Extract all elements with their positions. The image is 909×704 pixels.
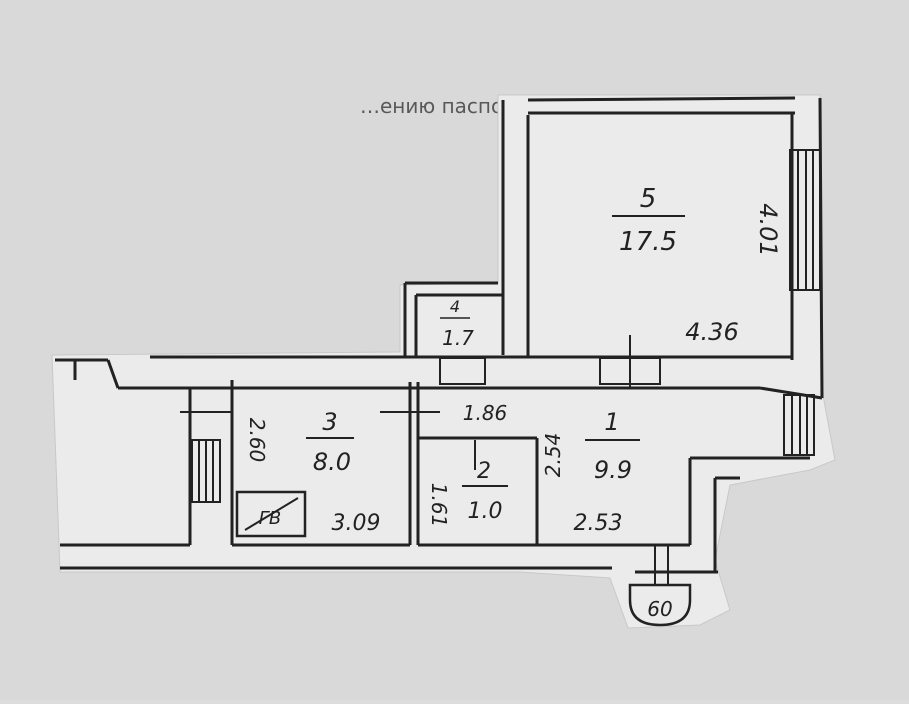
room-5: 5 17.5 4.01 4.36 <box>612 184 782 346</box>
riser: 60 <box>628 545 692 627</box>
wall-corridor-end <box>759 386 823 400</box>
room-4-number: 4 <box>450 297 460 316</box>
room-3: 3 8.0 2.60 3.09 <box>245 408 380 536</box>
room-1-number: 1 <box>604 408 619 436</box>
room-2: 1.86 2 1.0 1.61 <box>427 401 508 527</box>
room-2-side-dim: 1.61 <box>427 483 451 528</box>
room-1: 1 9.9 2.54 2.53 <box>541 408 640 536</box>
room-3-area: 8.0 <box>313 448 351 476</box>
room-4-area: 1.7 <box>442 326 474 350</box>
windows <box>180 149 821 503</box>
room-3-length: 3.09 <box>332 511 381 536</box>
room-3-number: 3 <box>322 408 337 436</box>
door-opening-r4 <box>439 357 486 385</box>
room-5-width: 4.01 <box>754 203 782 256</box>
room-5-area: 17.5 <box>619 227 677 257</box>
wall-r5-top-outer <box>527 96 796 102</box>
room-1-side-dim: 2.54 <box>541 433 565 478</box>
room-3-width: 2.60 <box>245 418 269 463</box>
plan-sheet <box>51 94 836 629</box>
equipment-label: ГВ <box>259 508 281 529</box>
room-5-length: 4.36 <box>685 318 738 346</box>
room-1-bottom-dim: 2.53 <box>574 511 623 536</box>
room-4: 4 1.7 <box>440 297 474 350</box>
room-1-area: 9.9 <box>594 456 632 484</box>
room-2-top-dim: 1.86 <box>463 401 508 425</box>
riser-label: 60 <box>647 597 672 621</box>
wall-left-corner <box>106 359 120 389</box>
room-2-number: 2 <box>477 459 491 484</box>
equipment-box: ГВ <box>235 490 307 538</box>
room-5-number: 5 <box>640 184 657 214</box>
room-2-area: 1.0 <box>468 499 503 524</box>
